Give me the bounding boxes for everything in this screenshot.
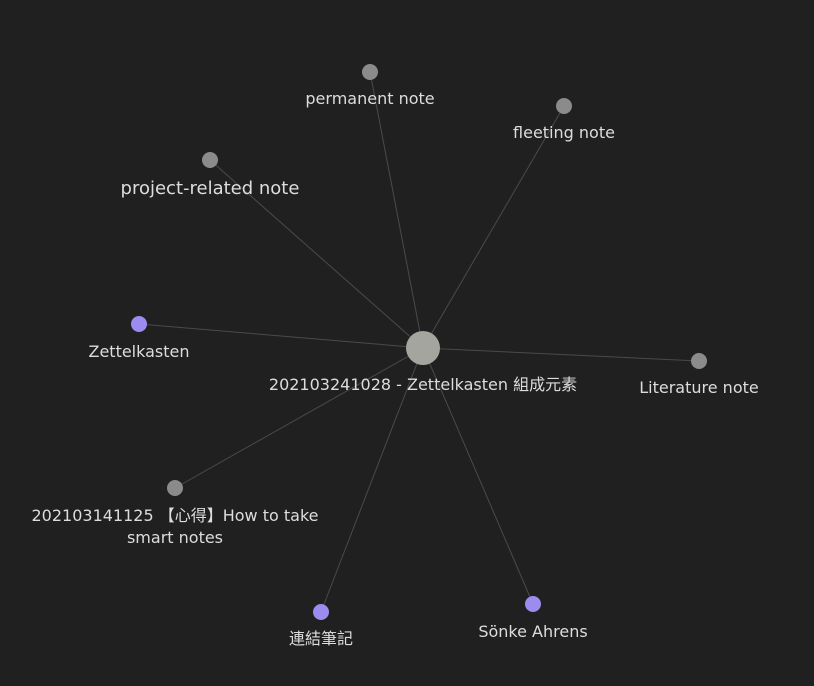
graph-node-label[interactable]: fleeting note bbox=[513, 123, 615, 142]
graph-node-label[interactable]: project-related note bbox=[121, 178, 300, 199]
graph-node-dot[interactable] bbox=[525, 596, 541, 612]
graph-node-dot[interactable] bbox=[691, 353, 707, 369]
graph-edge bbox=[138, 323, 424, 349]
graph-node-sonke-ahrens[interactable]: Sönke Ahrens bbox=[478, 596, 588, 641]
graph-edge bbox=[174, 347, 424, 489]
graph-node-dot[interactable] bbox=[362, 64, 378, 80]
graph-node-label[interactable]: Literature note bbox=[639, 378, 758, 397]
graph-edges bbox=[138, 71, 700, 613]
graph-node-label[interactable]: Zettelkasten bbox=[88, 342, 189, 361]
graph-node-label[interactable]: smart notes bbox=[127, 528, 223, 547]
graph-node-dot[interactable] bbox=[131, 316, 147, 332]
graph-edge bbox=[320, 347, 424, 613]
graph-node-dot[interactable] bbox=[167, 480, 183, 496]
graph-edge bbox=[422, 105, 565, 349]
graph-node-label[interactable]: permanent note bbox=[305, 89, 434, 108]
graph-edge bbox=[422, 347, 700, 362]
graph-node-label[interactable]: Sönke Ahrens bbox=[478, 622, 587, 641]
graph-node-label[interactable]: 連結筆記 bbox=[289, 629, 353, 648]
graph-nodes: permanent note fleeting note project-relat… bbox=[31, 64, 759, 648]
graph-node-dot[interactable] bbox=[556, 98, 572, 114]
graph-node-fleeting-note[interactable]: fleeting note bbox=[513, 98, 615, 142]
graph-node-zettelkasten[interactable]: Zettelkasten bbox=[88, 316, 190, 361]
graph-node-dot[interactable] bbox=[406, 331, 440, 365]
graph-node-project-related-note[interactable]: project-related note bbox=[121, 152, 300, 199]
graph-node-how-to-take-smart-notes[interactable]: 202103141125 【心得】How to take smart notes bbox=[31, 480, 319, 547]
graph-node-center[interactable]: 202103241028 - Zettelkasten 組成元素 bbox=[269, 331, 577, 394]
graph-node-literature-note[interactable]: Literature note bbox=[639, 353, 759, 397]
graph-edge bbox=[369, 71, 424, 349]
graph-node-lianjie-biji[interactable]: 連結筆記 bbox=[289, 604, 353, 648]
graph-node-label[interactable]: 202103141125 【心得】How to take bbox=[31, 506, 318, 525]
graph-node-dot[interactable] bbox=[313, 604, 329, 620]
graph-node-permanent-note[interactable]: permanent note bbox=[305, 64, 435, 108]
graph-edge bbox=[422, 347, 534, 605]
graph-edge bbox=[209, 159, 424, 349]
graph-node-label[interactable]: 202103241028 - Zettelkasten 組成元素 bbox=[269, 375, 577, 394]
graph-node-dot[interactable] bbox=[202, 152, 218, 168]
